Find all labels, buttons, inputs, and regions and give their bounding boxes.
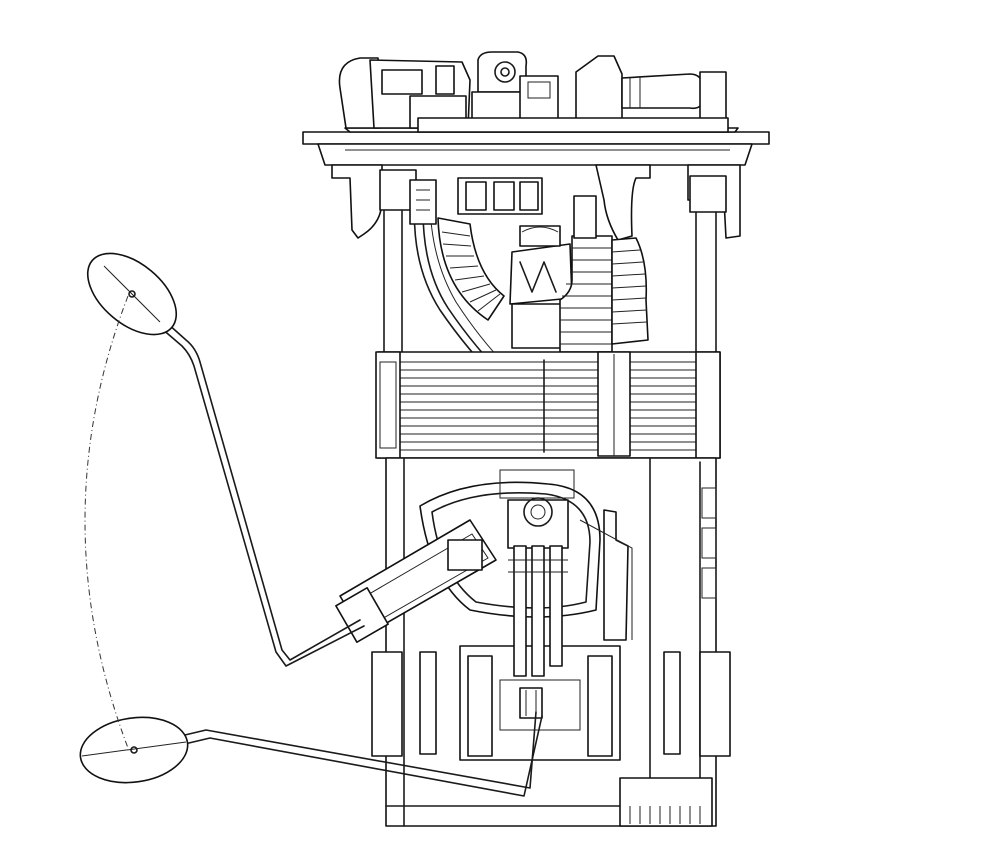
reservoir-band [375, 351, 721, 459]
float-arm-upper [86, 252, 365, 667]
pressure-regulator [509, 225, 573, 349]
top-flange [302, 127, 770, 166]
float-arm-lower [79, 711, 543, 797]
top-connectors [338, 51, 729, 133]
level-sender-mechanism [335, 469, 633, 677]
corrugated-hose-left [437, 217, 505, 321]
corrugated-hose-right [559, 195, 649, 353]
float-travel-arc [84, 295, 129, 749]
